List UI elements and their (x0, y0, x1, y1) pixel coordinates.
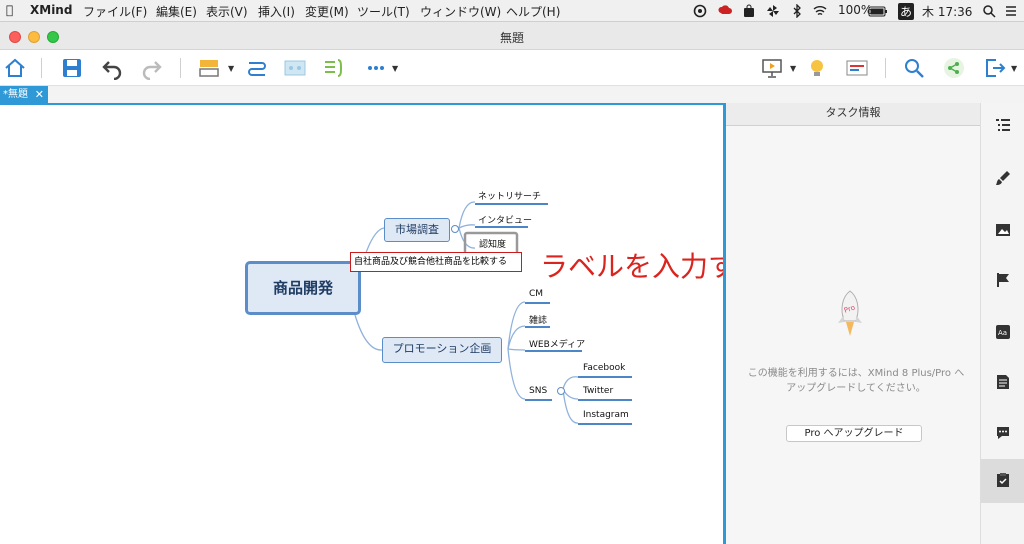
clock[interactable]: 木 17:36 (922, 5, 973, 19)
window-title-bar: 無題 (0, 22, 1024, 50)
chevron-down-icon[interactable]: ▼ (790, 64, 797, 73)
collapse-toggle-icon (557, 387, 565, 395)
annotation-text: ラベルを入力する (540, 250, 723, 283)
leaf-awareness[interactable]: 認知度 (479, 240, 507, 250)
outline-icon (996, 119, 1010, 131)
notes-icon (997, 375, 1009, 389)
search-icon[interactable] (902, 56, 926, 80)
battery-percent: 100% (838, 3, 873, 17)
leaf-instagram[interactable]: Instagram (583, 410, 629, 420)
topic-insert-icon[interactable] (198, 56, 222, 80)
app-menu[interactable]: XMind (30, 3, 73, 17)
leaf-web-media[interactable]: WEBメディア (529, 340, 586, 350)
topic-promotion-plan[interactable]: プロモーション企画 (382, 337, 502, 363)
notification-center-icon[interactable] (1004, 4, 1018, 18)
leaf-net-research[interactable]: ネットリサーチ (478, 192, 542, 202)
creative-cloud-icon[interactable] (718, 4, 732, 18)
menu-view[interactable]: 表示(V) (206, 5, 248, 19)
tab-label: *無題 (3, 89, 28, 100)
mindmap-canvas[interactable]: 商品開発 市場調査 ネットリサーチ インタビュー 認知度 自社商品及び競合他社商… (0, 103, 726, 544)
home-icon[interactable] (3, 56, 27, 80)
ime-indicator[interactable]: あ (898, 3, 915, 20)
presentation-icon[interactable] (760, 56, 784, 80)
paint-brush-icon (996, 171, 1010, 185)
close-window-button[interactable] (9, 31, 21, 43)
menu-file[interactable]: ファイル(F) (83, 5, 148, 19)
bluetooth-icon[interactable] (790, 4, 804, 18)
menu-tools[interactable]: ツール(T) (357, 5, 410, 19)
panel-title: タスク情報 (726, 103, 980, 126)
leaf-cm[interactable]: CM (529, 289, 544, 299)
menu-window[interactable]: ウィンドウ(W) (420, 5, 502, 19)
menu-edit[interactable]: 編集(E) (156, 5, 197, 19)
text-style-button[interactable]: Aa (981, 311, 1024, 355)
cloud-sync-icon[interactable] (693, 4, 707, 18)
summary-icon[interactable] (322, 56, 346, 80)
leaf-sns[interactable]: SNS (529, 386, 548, 396)
redo-icon[interactable] (140, 56, 164, 80)
notes-button[interactable] (981, 361, 1024, 405)
collapse-toggle-icon (451, 225, 459, 233)
upgrade-message: この機能を利用するには、XMind 8 Plus/Pro へアップグレードしてく… (747, 368, 965, 394)
zoom-window-button[interactable] (47, 31, 59, 43)
task-info-button[interactable] (981, 459, 1024, 503)
toolbar-divider (180, 58, 181, 78)
chevron-down-icon[interactable]: ▼ (392, 64, 399, 73)
leaf-magazine[interactable]: 雑誌 (529, 316, 548, 326)
rocket-icon: Pro (838, 290, 862, 336)
svg-text:Pro: Pro (843, 303, 856, 314)
leaf-interview[interactable]: インタビュー (478, 216, 533, 226)
mindmap-connectors (354, 201, 632, 425)
outline-card-icon[interactable] (845, 56, 869, 80)
format-button[interactable] (981, 157, 1024, 201)
chevron-down-icon[interactable]: ▼ (228, 64, 235, 73)
central-topic[interactable]: 商品開発 (245, 261, 361, 315)
image-icon (996, 224, 1010, 236)
boundary-icon[interactable] (283, 56, 307, 80)
leaf-twitter[interactable]: Twitter (583, 386, 614, 396)
toolbar: ▼ ▼ ▼ ▼ (0, 50, 1024, 86)
more-icon[interactable] (364, 56, 388, 80)
topic-label-input[interactable]: 自社商品及び競合他社商品を比較する (350, 252, 522, 272)
text-aa-icon: Aa (996, 325, 1010, 339)
task-info-panel: タスク情報 Pro この機能を利用するには、XMind 8 Plus/Pro へ… (726, 103, 980, 544)
undo-icon[interactable] (100, 56, 124, 80)
clipboard-check-icon (997, 473, 1009, 487)
spotlight-search-icon[interactable] (982, 4, 996, 18)
comments-button[interactable] (981, 412, 1024, 456)
topic-market-research[interactable]: 市場調査 (384, 218, 450, 242)
lightbulb-icon[interactable] (805, 56, 829, 80)
chevron-down-icon[interactable]: ▼ (1011, 64, 1018, 73)
apple-icon[interactable]:  (6, 3, 13, 17)
minimize-window-button[interactable] (28, 31, 40, 43)
export-icon[interactable] (982, 56, 1006, 80)
save-icon[interactable] (60, 56, 84, 80)
mac-menu-bar:  XMind ファイル(F) 編集(E) 表示(V) 挿入(I) 変更(M) … (0, 0, 1024, 22)
markers-button[interactable] (981, 259, 1024, 303)
svg-text:Aa: Aa (998, 329, 1007, 337)
leaf-facebook[interactable]: Facebook (583, 363, 626, 373)
tab-untitled[interactable]: *無題 ✕ (0, 86, 48, 103)
share-icon[interactable] (942, 56, 966, 80)
close-icon[interactable]: ✕ (34, 88, 44, 101)
menu-help[interactable]: ヘルプ(H) (506, 5, 561, 19)
bag-icon[interactable] (742, 4, 756, 18)
upgrade-to-pro-button[interactable]: Pro へアップグレード (786, 425, 922, 442)
window-title: 無題 (499, 31, 524, 45)
outline-view-button[interactable] (981, 105, 1024, 149)
relationship-icon[interactable] (245, 56, 269, 80)
battery-icon[interactable] (868, 4, 888, 18)
right-sidebar: Aa (980, 103, 1024, 544)
toolbar-divider (885, 58, 886, 78)
comment-icon (997, 427, 1009, 439)
pinwheel-icon[interactable] (766, 4, 780, 18)
menu-insert[interactable]: 挿入(I) (258, 5, 295, 19)
flag-icon (997, 273, 1009, 287)
toolbar-divider (41, 58, 42, 78)
wifi-icon[interactable] (813, 4, 827, 18)
document-tab-strip: *無題 ✕ (0, 86, 1024, 103)
menu-modify[interactable]: 変更(M) (305, 5, 349, 19)
image-button[interactable] (981, 209, 1024, 253)
